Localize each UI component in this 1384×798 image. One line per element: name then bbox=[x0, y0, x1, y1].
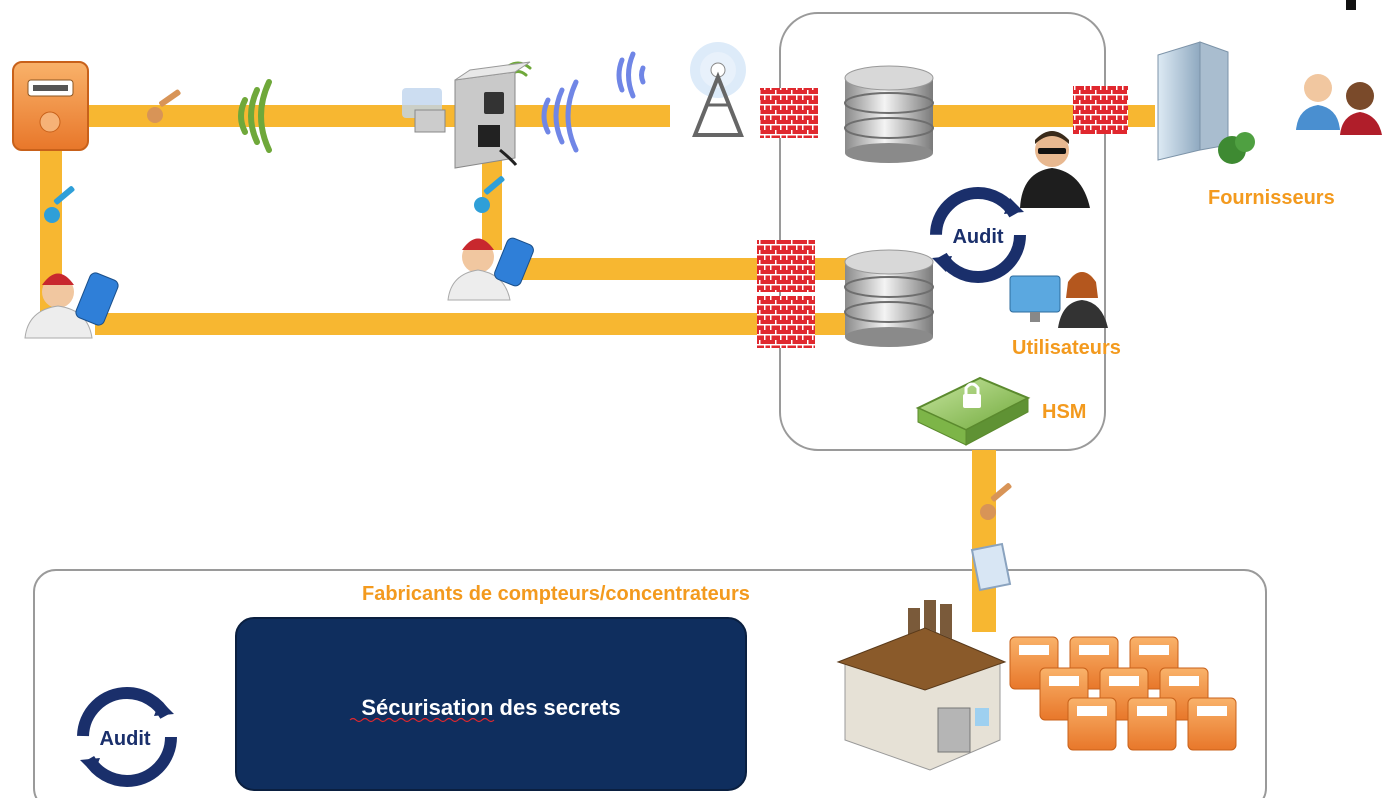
meters-batch bbox=[1009, 636, 1237, 751]
secrets-label: Sécurisation des secrets bbox=[361, 695, 620, 720]
pipe-fw-db-bottom bbox=[810, 313, 855, 335]
audit-label: Audit bbox=[952, 226, 1003, 248]
firewall-icon bbox=[760, 88, 818, 138]
technician-icon bbox=[447, 237, 534, 301]
firewall-icon bbox=[757, 240, 815, 292]
database-server-icon bbox=[844, 65, 934, 163]
users-icon bbox=[1296, 74, 1382, 135]
wireless-signal-icon bbox=[541, 79, 579, 153]
pipe-bottom bbox=[95, 313, 760, 335]
workstation-user-icon bbox=[1009, 272, 1108, 328]
security-agent-icon bbox=[1020, 131, 1090, 208]
users-label: Utilisateurs bbox=[1012, 337, 1121, 359]
manufacturers-label: Fabricants de compteurs/concentrateurs bbox=[362, 583, 750, 605]
firewall-icon bbox=[757, 296, 815, 348]
audit-cycle-icon: Audit bbox=[930, 187, 1026, 283]
wireless-signal-icon bbox=[238, 79, 272, 153]
suppliers-label: Fournisseurs bbox=[1208, 187, 1335, 209]
pipe-top bbox=[85, 105, 670, 127]
spellcheck-underline bbox=[349, 717, 495, 723]
pipe-hsm-vertical bbox=[972, 450, 996, 632]
key-icon bbox=[474, 176, 505, 213]
secrets-box: Sécurisation des secrets bbox=[235, 617, 747, 791]
wireless-signal-icon bbox=[616, 51, 646, 99]
key-icon bbox=[44, 186, 75, 223]
pipe-middle bbox=[520, 258, 760, 280]
database-server-icon bbox=[844, 249, 934, 347]
hsm-label: HSM bbox=[1042, 401, 1086, 423]
pipe-mid-vertical bbox=[482, 150, 502, 250]
hsm-device-icon bbox=[915, 376, 1031, 446]
technician-icon bbox=[24, 272, 119, 339]
pipe-fw-db-mid bbox=[810, 258, 855, 280]
document-icon bbox=[970, 542, 1012, 592]
gas-meter-icon bbox=[1127, 697, 1177, 751]
server-room-frame bbox=[779, 12, 1106, 451]
key-icon bbox=[147, 89, 181, 123]
gas-meter-icon bbox=[12, 61, 89, 151]
gas-meter-icon bbox=[1187, 697, 1237, 751]
firewall-icon bbox=[1073, 86, 1128, 134]
radio-tower-icon bbox=[690, 42, 746, 137]
office-building-icon bbox=[1157, 41, 1255, 164]
concentrator-icon bbox=[402, 61, 531, 169]
gas-meter-icon bbox=[1067, 697, 1117, 751]
manufacturers-frame bbox=[33, 569, 1267, 798]
factory-icon bbox=[836, 600, 1007, 771]
audit-cycle-icon: Audit bbox=[77, 687, 177, 787]
key-icon bbox=[980, 483, 1012, 520]
audit-label: Audit bbox=[99, 728, 150, 750]
cropped-mark bbox=[1346, 0, 1356, 10]
